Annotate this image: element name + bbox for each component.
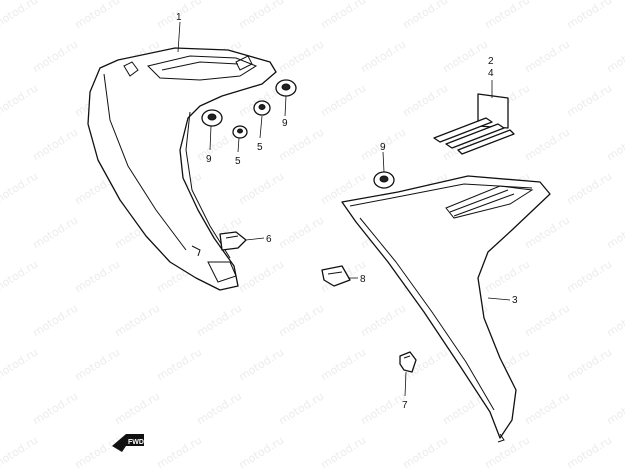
callout-2: 2 [488,56,494,67]
callout-5-right: 5 [257,142,263,153]
callout-9-lower: 9 [380,142,386,153]
callout-4: 4 [488,68,494,79]
clip-6-part [219,231,247,251]
callout-7: 7 [402,400,408,411]
callout-labels: 1 2 4 3 5 5 6 7 8 9 9 9 [176,12,518,411]
leader-lines [177,21,511,397]
callout-8: 8 [360,274,366,285]
callout-5-left: 5 [235,156,241,167]
clip-8-part [321,265,351,287]
callout-6: 6 [266,234,272,245]
bracket-7-part [399,351,417,373]
callout-1: 1 [176,12,182,23]
callout-9-left: 9 [206,154,212,165]
forward-arrow-icon: FWD [112,434,144,452]
grommet-9-lower [373,171,395,189]
lower-cowl-part [341,175,551,443]
forward-badge-text: FWD [128,439,144,446]
callout-9-right: 9 [282,118,288,129]
upper-cowl-part [87,47,277,291]
grommet-5-left [232,125,248,139]
grommet-9-upper-right [275,79,297,97]
grommet-9-upper-left [201,109,223,127]
tape-strips-part [433,93,515,155]
callout-3: 3 [512,295,518,306]
grommet-5-right [253,100,271,116]
